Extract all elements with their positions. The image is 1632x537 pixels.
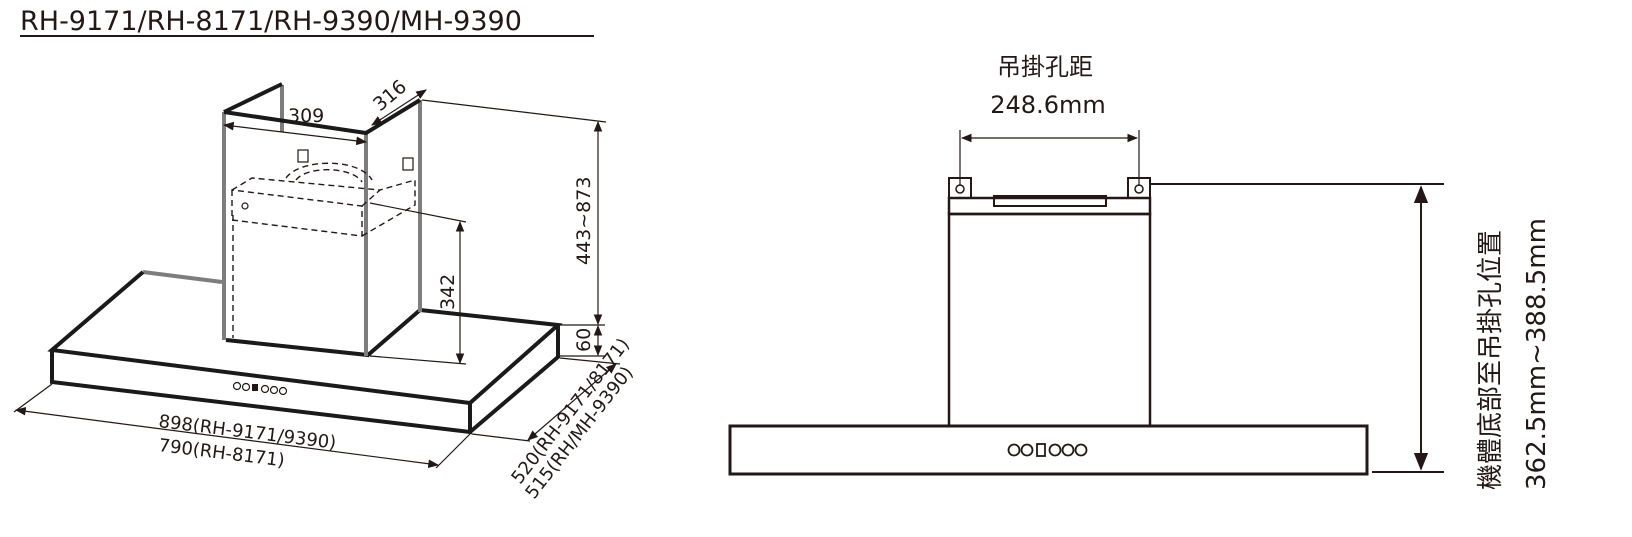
model-title: RH-9171/RH-8171/RH-9390/MH-9390: [20, 6, 594, 37]
front-view: 吊掛孔距 248.6mm 機體底部至吊掛: [728, 53, 1552, 490]
hood-side-face: [468, 325, 560, 434]
height-dimension: [1150, 183, 1444, 473]
inner-duct-box: [231, 149, 416, 237]
height-value: 362.5mm~388.5mm: [1522, 218, 1552, 490]
hood-front-face: [50, 350, 472, 435]
front-control-buttons: [1007, 443, 1088, 457]
control-buttons: [232, 381, 288, 396]
hole-spacing-label: 吊掛孔距: [997, 53, 1093, 81]
dimension-width: 898(RH-9171/9390) 790(RH-8171): [13, 383, 471, 471]
hood-back-edge: [142, 270, 223, 284]
dim-depth-label-1: 520(RH-9171/8171): [507, 334, 634, 488]
height-label: 機體底部至吊掛孔位置: [1476, 230, 1506, 490]
dim-342-label: 342: [437, 274, 459, 310]
hood-top-surface: [47, 270, 563, 406]
dimension-309: 309: [222, 105, 368, 146]
hole-spacing-dimension: [959, 130, 1140, 186]
duct-outlet: [993, 195, 1107, 207]
hood-chimney-base: [225, 308, 422, 358]
dim-443-873-label: 443~873: [573, 177, 595, 265]
dimension-60: 60: [560, 324, 605, 357]
dimension-342: 342: [369, 202, 467, 365]
chimney-front: [947, 212, 1152, 428]
hole-spacing-value: 248.6mm: [990, 91, 1105, 119]
isometric-view: 309 316 443~873 60 342 898(RH-9171/9: [13, 76, 638, 503]
model-title-text: RH-9171/RH-8171/RH-9390/MH-9390: [20, 6, 522, 37]
dim-60-label: 60: [573, 328, 595, 352]
hood-front: [728, 424, 1369, 476]
dim-309-label: 309: [288, 105, 324, 127]
dimension-443-873: 443~873: [421, 99, 607, 326]
